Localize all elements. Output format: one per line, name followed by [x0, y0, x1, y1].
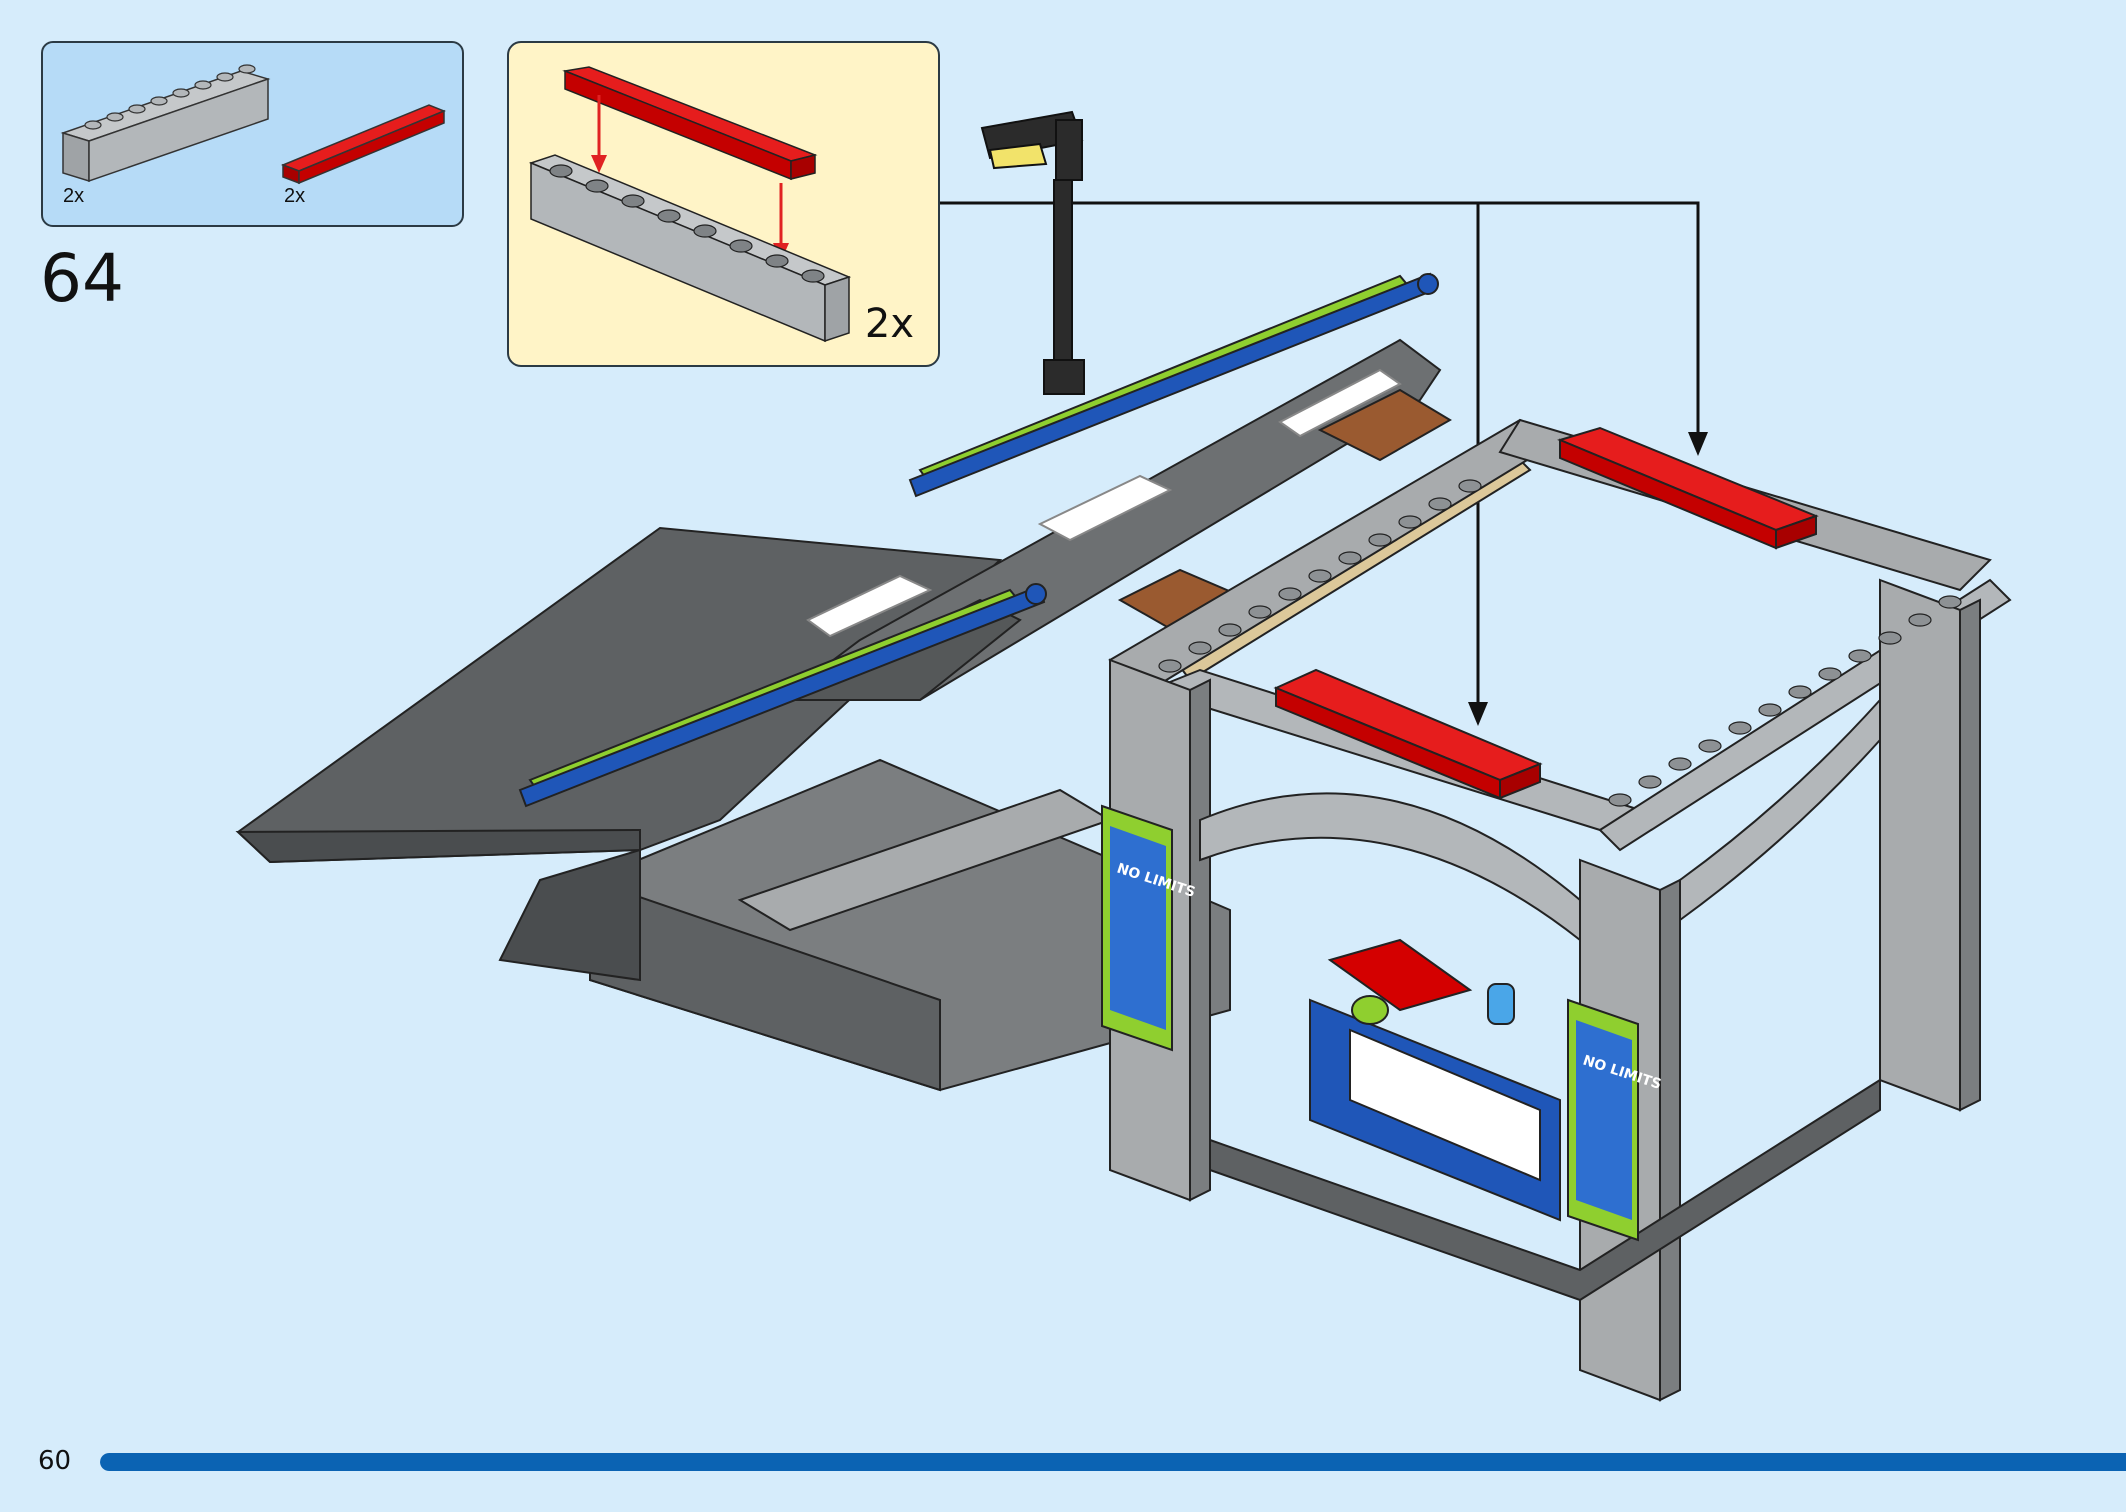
arrow-head-icon — [1468, 702, 1488, 726]
progress-bar — [100, 1453, 2126, 1471]
parts-illustrations — [60, 64, 446, 185]
part-quantity: 2x — [284, 185, 306, 207]
beam-studs — [1158, 479, 1962, 807]
progress-bar-fill — [100, 1453, 2126, 1471]
page-number: 60 — [38, 1446, 72, 1476]
red-tile-1x8-icon — [280, 104, 446, 185]
base-plate — [589, 758, 1231, 1092]
arrow-head-icon — [591, 155, 607, 173]
street-lamp — [980, 110, 1085, 395]
red-tile-icon — [562, 66, 818, 181]
sub-assembly-quantity: 2x — [864, 301, 914, 347]
sub-assembly-illustration — [528, 66, 852, 343]
parts-list-panel: 2x 2x — [41, 41, 464, 227]
ramp-rails — [518, 272, 1439, 808]
red-tile-placement — [1273, 426, 1819, 800]
tool-bench — [1309, 938, 1561, 1222]
sub-assembly-callout: 2x — [507, 41, 940, 367]
arrow-head-icon — [1688, 432, 1708, 456]
step-number: 64 — [40, 240, 124, 317]
part-quantity: 2x — [63, 185, 85, 207]
gray-brick-icon — [528, 154, 852, 343]
no-limits-sign: NO LIMITS NO LIMITS — [1101, 804, 1663, 1242]
garage-frame — [1108, 418, 2012, 1402]
gray-brick-1x8-icon — [60, 64, 271, 183]
